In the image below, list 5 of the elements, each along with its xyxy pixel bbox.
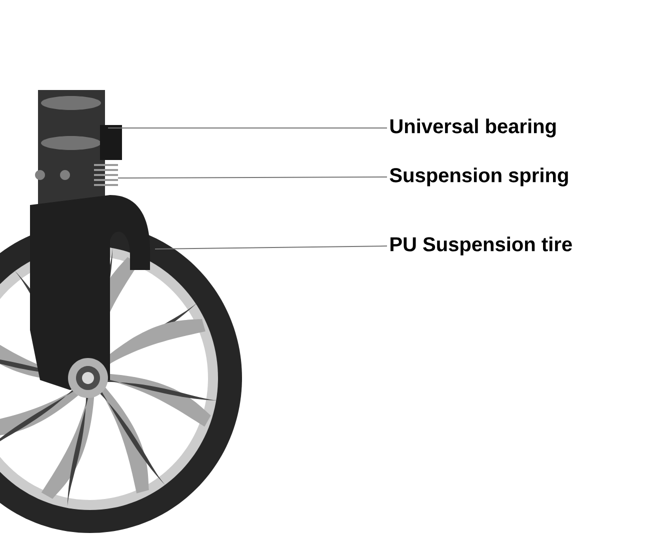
part-label: Universal bearing bbox=[390, 118, 556, 138]
leader-line bbox=[118, 176, 388, 178]
leader-line bbox=[154, 246, 388, 250]
part-label: PU Suspension tire bbox=[390, 236, 572, 256]
part-label: Suspension spring bbox=[390, 168, 568, 186]
